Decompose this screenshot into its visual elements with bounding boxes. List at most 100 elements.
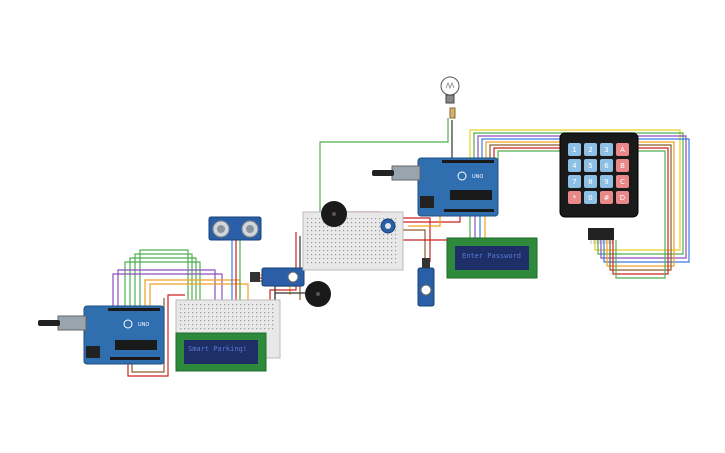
keypad-key-label: 8 [588, 178, 592, 186]
buzzer-left[interactable] [305, 281, 331, 307]
breadboard-hole [228, 324, 230, 326]
breadboard-hole [244, 312, 246, 314]
keypad-key[interactable] [600, 159, 613, 172]
breadboard-hole [248, 316, 250, 318]
breadboard-hole [347, 226, 349, 228]
breadboard-hole [383, 254, 385, 256]
keypad-key[interactable] [616, 191, 629, 204]
arduino-left-header-top [108, 308, 160, 311]
arduino-right-header-top [442, 160, 494, 163]
breadboard-hole [248, 304, 250, 306]
keypad-key[interactable] [600, 175, 613, 188]
breadboard-hole [180, 304, 182, 306]
servo-right[interactable] [417, 258, 435, 307]
breadboard-hole [327, 238, 329, 240]
breadboard-hole [307, 258, 309, 260]
breadboard-hole [347, 222, 349, 224]
ultrasonic-sensor[interactable] [208, 216, 262, 241]
lcd-left[interactable]: Smart Parking! [175, 332, 267, 372]
breadboard-hole [323, 250, 325, 252]
keypad-key[interactable] [568, 159, 581, 172]
breadboard-hole [192, 312, 194, 314]
keypad-key[interactable] [584, 175, 597, 188]
keypad-key[interactable] [616, 143, 629, 156]
breadboard-hole [339, 246, 341, 248]
breadboard-hole [319, 246, 321, 248]
wire-red-1 [127, 294, 185, 377]
keypad-key[interactable] [584, 159, 597, 172]
keypad-key[interactable] [584, 191, 597, 204]
breadboard-hole [311, 258, 313, 260]
breadboard-hole [232, 324, 234, 326]
breadboard-hole [363, 242, 365, 244]
breadboard-hole [264, 304, 266, 306]
breadboard-hole [232, 304, 234, 306]
arduino-left[interactable]: UNO [38, 305, 165, 365]
keypad-key[interactable] [568, 191, 581, 204]
breadboard-hole [212, 320, 214, 322]
breadboard-hole [319, 218, 321, 220]
keypad-key[interactable] [584, 143, 597, 156]
arduino-right[interactable]: UNO [372, 157, 499, 217]
breadboard-hole [319, 226, 321, 228]
breadboard-hole [395, 258, 397, 260]
breadboard-hole [351, 258, 353, 260]
wire-green-3 [134, 253, 193, 330]
breadboard-hole [268, 328, 270, 330]
breadboard-hole [204, 328, 206, 330]
breadboard-hole [264, 320, 266, 322]
keypad-key-label: * [573, 194, 577, 202]
breadboard-hole [395, 262, 397, 264]
breadboard-hole [371, 238, 373, 240]
breadboard-hole [383, 246, 385, 248]
breadboard-hole [359, 234, 361, 236]
keypad-key[interactable] [600, 143, 613, 156]
breadboard-hole [351, 230, 353, 232]
breadboard-hole [256, 312, 258, 314]
breadboard-hole [264, 312, 266, 314]
breadboard-hole [216, 316, 218, 318]
breadboard-hole [327, 250, 329, 252]
breadboard-hole [307, 226, 309, 228]
breadboard-hole [256, 320, 258, 322]
breadboard-left-holes [180, 304, 274, 330]
breadboard-hole [319, 262, 321, 264]
breadboard-hole [351, 218, 353, 220]
lcd-right[interactable]: Enter Password [446, 237, 538, 279]
breadboard-hole [339, 226, 341, 228]
breadboard-hole [192, 320, 194, 322]
potentiometer[interactable] [380, 218, 396, 234]
breadboard-hole [371, 254, 373, 256]
breadboard-hole [391, 238, 393, 240]
buzzer-right[interactable] [321, 201, 347, 227]
wire-green-6 [319, 118, 449, 215]
breadboard-hole [379, 234, 381, 236]
breadboard-hole [188, 316, 190, 318]
breadboard-hole [331, 262, 333, 264]
breadboard-hole [252, 312, 254, 314]
keypad-connector [588, 228, 614, 240]
breadboard-hole [307, 230, 309, 232]
keypad-key[interactable] [616, 159, 629, 172]
breadboard-hole [359, 222, 361, 224]
breadboard-hole [359, 262, 361, 264]
keypad-key[interactable] [616, 175, 629, 188]
keypad-key[interactable] [568, 143, 581, 156]
breadboard-hole [387, 238, 389, 240]
keypad-key[interactable] [568, 175, 581, 188]
breadboard-hole [343, 258, 345, 260]
breadboard-hole [363, 238, 365, 240]
breadboard-hole [371, 222, 373, 224]
keypad-key[interactable] [600, 191, 613, 204]
lcd-right-text: Enter Password [462, 252, 521, 260]
breadboard-hole [311, 254, 313, 256]
servo-left[interactable] [250, 267, 305, 287]
breadboard-hole [311, 246, 313, 248]
breadboard-hole [379, 226, 381, 228]
breadboard-hole [192, 316, 194, 318]
buzzer-left-hole [316, 292, 320, 296]
breadboard-hole [367, 258, 369, 260]
light-bulb[interactable] [440, 76, 460, 119]
breadboard-hole [335, 250, 337, 252]
